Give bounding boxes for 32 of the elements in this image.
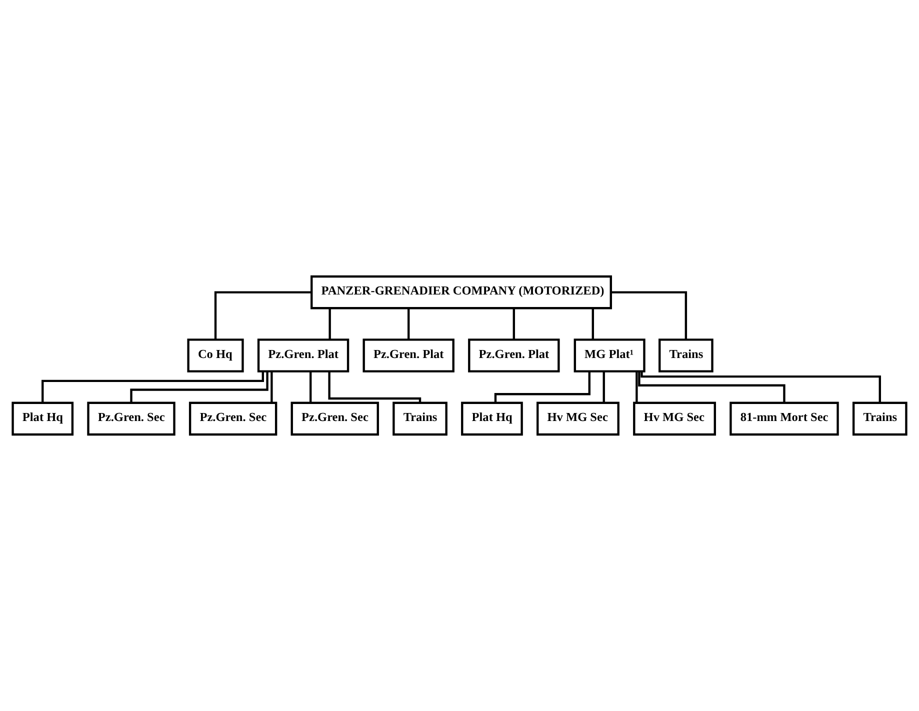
connector	[130, 371, 268, 403]
node-box: Plat Hq	[12, 402, 74, 436]
node-box: Pz.Gren. Sec	[87, 402, 176, 436]
connector	[270, 371, 273, 403]
node-box: PANZER-GRENADIER COMPANY (MOTORIZED)	[310, 275, 612, 310]
connector	[611, 291, 688, 340]
connector	[328, 372, 422, 403]
node-box: Trains	[658, 338, 714, 372]
connector	[214, 291, 312, 340]
node-box: Hv MG Sec	[633, 402, 716, 436]
node-box: Trains	[392, 402, 448, 436]
connector	[592, 308, 594, 340]
node-box: Pz.Gren. Sec	[290, 402, 379, 436]
node-box: 81-mm Mort Sec	[730, 402, 839, 436]
node-box: Pz.Gren. Plat	[468, 338, 560, 372]
connector	[42, 371, 264, 402]
node-box: Pz.Gren. Plat	[362, 338, 454, 372]
connector	[309, 371, 312, 403]
connector	[640, 371, 881, 403]
connector	[512, 308, 516, 340]
connector	[328, 308, 331, 340]
node-box: Plat Hq	[461, 402, 523, 436]
connector	[408, 308, 410, 340]
connector	[494, 371, 590, 403]
node-box: Pz.Gren. Sec	[188, 402, 278, 436]
connector	[602, 371, 605, 403]
node-box: MG Plat¹	[574, 338, 646, 372]
node-box: Co Hq	[187, 338, 244, 372]
node-box: Pz.Gren. Plat	[257, 338, 350, 372]
connector	[636, 371, 638, 403]
node-box: Trains	[852, 402, 908, 436]
node-box: Hv MG Sec	[536, 402, 620, 436]
